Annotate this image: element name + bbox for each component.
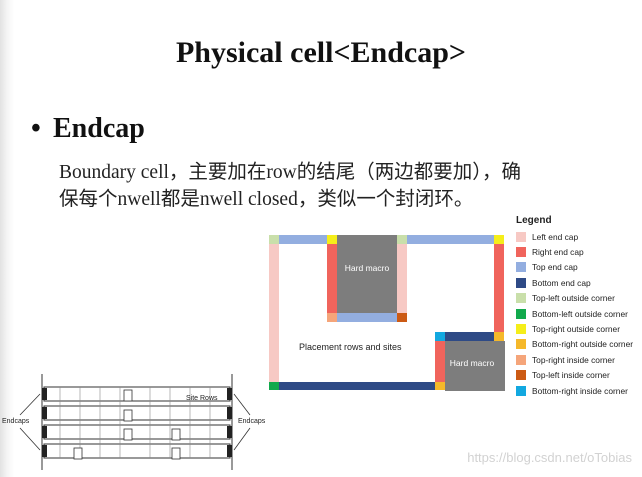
legend-label: Top-left inside corner: [532, 370, 610, 381]
hard-macro-bottom-label: Hard macro: [450, 358, 495, 368]
site-rows-label: Site Rows: [186, 395, 218, 402]
watermark: https://blog.csdn.net/oTobias: [467, 450, 632, 465]
left-end-cap: [269, 244, 279, 382]
legend-title: Legend: [516, 215, 552, 226]
legend-item: Top-left outside corner: [516, 291, 641, 306]
site-row: [43, 424, 231, 440]
top-right-inside-corner: [327, 313, 337, 322]
site-row: [43, 443, 231, 459]
hard-macro-bottom: [445, 341, 505, 391]
hard-macro-top-label: Hard macro: [345, 263, 390, 273]
legend-item: Bottom-left outside corner: [516, 306, 641, 321]
legend-label: Left end cap: [532, 231, 579, 242]
legend-item: Top end cap: [516, 260, 641, 275]
legend-swatch: [516, 385, 526, 396]
hard-macro-top-left-cap: [397, 244, 407, 313]
top-right-outside-corner-b: [494, 235, 504, 244]
bottom-end-cap: [279, 382, 435, 390]
legend-item: Top-right outside corner: [516, 321, 641, 336]
bottom-right-inside-corner: [435, 332, 445, 341]
legend-item: Left end cap: [516, 229, 641, 244]
legend-label: Top-right outside corner: [532, 324, 620, 335]
description-line-1: Boundary cell，主要加在row的结尾（两边都要加），确: [59, 162, 522, 183]
description-text: Boundary cell，主要加在row的结尾（两边都要加），确 保每个nwe…: [59, 159, 599, 213]
endcap-cells: [42, 388, 232, 457]
legend-item: Top-left inside corner: [516, 368, 641, 383]
hard-macro-top-bottom-cap: [337, 313, 397, 322]
legend-swatch: [516, 231, 526, 242]
endcap-floorplan-diagram: Hard macro Hard macro Placement rows and…: [269, 235, 505, 391]
legend-swatch: [516, 354, 526, 365]
bullet-heading-text: Endcap: [53, 113, 145, 144]
legend-swatch: [516, 370, 526, 381]
description-line-2: 保每个nwell都是nwell closed，类似一个封闭环。: [59, 189, 474, 210]
legend-swatch: [516, 324, 526, 335]
site-row-ticks: [59, 387, 211, 458]
legend-label: Bottom-right inside corner: [532, 385, 628, 396]
slide-title: Physical cell<Endcap>: [175, 36, 467, 69]
slide-edge-shadow: [0, 0, 14, 477]
hard-macro-bottom-top-cap: [445, 332, 494, 341]
bottom-right-outside-corner-a: [435, 382, 445, 390]
site-row: [43, 405, 231, 421]
legend-label: Bottom-left outside corner: [532, 308, 628, 319]
top-left-outside-corner: [269, 235, 279, 244]
legend-swatch: [516, 339, 526, 350]
top-end-cap-right: [407, 235, 494, 244]
legend-item: Bottom-right inside corner: [516, 383, 641, 398]
legend-label: Top end cap: [532, 262, 578, 273]
top-left-inside-corner: [397, 313, 407, 322]
bottom-right-outside-corner-b: [494, 332, 504, 341]
top-right-outside-corner-a: [327, 235, 337, 244]
bottom-left-outside-corner: [269, 382, 279, 390]
placement-rows-label: Placement rows and sites: [299, 342, 402, 352]
endcaps-right-label: Endcaps: [238, 418, 266, 425]
legend-swatch: [516, 308, 526, 319]
site-rows-diagram: Site Rows Endcaps Endcaps: [2, 374, 266, 470]
hard-macro-bottom-left-cap: [435, 341, 445, 382]
bullet-heading: • Endcap: [31, 113, 145, 145]
legend-label: Top-left outside corner: [532, 293, 615, 304]
legend-swatch: [516, 293, 526, 304]
legend-label: Top-right inside corner: [532, 354, 615, 365]
legend-item: Top-right inside corner: [516, 352, 641, 367]
right-end-cap: [494, 244, 504, 332]
legend-swatch: [516, 262, 526, 273]
top-left-outside-corner-b: [397, 235, 407, 244]
hard-macro-top: [337, 235, 397, 313]
legend-swatch: [516, 247, 526, 258]
endcaps-left-label: Endcaps: [2, 418, 30, 425]
hard-macro-top-right-cap: [327, 244, 337, 313]
legend-label: Bottom end cap: [532, 277, 591, 288]
macro-cells: [73, 389, 181, 460]
endcap-arrows: [19, 393, 251, 451]
legend-label: Right end cap: [532, 247, 584, 258]
legend-swatch: [516, 277, 526, 288]
legend-item: Bottom-right outside corner: [516, 337, 641, 352]
legend-label: Bottom-right outside corner: [532, 339, 634, 350]
legend-item: Right end cap: [516, 244, 641, 259]
bullet-dot: •: [31, 113, 41, 144]
top-end-cap-left: [279, 235, 327, 244]
legend-item: Bottom end cap: [516, 275, 641, 290]
